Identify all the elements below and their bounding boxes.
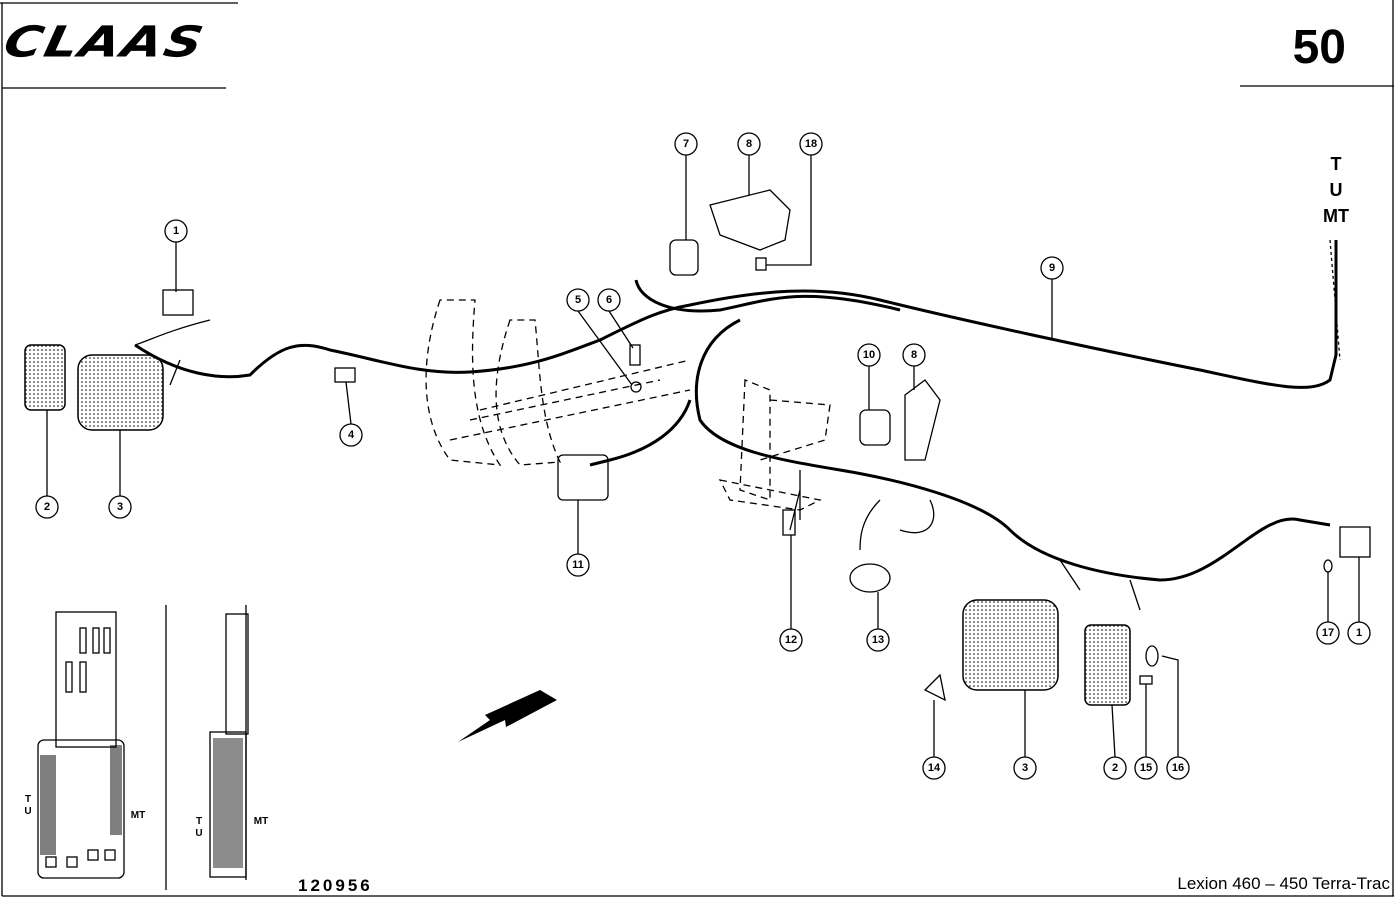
model-caption: Lexion 460 – 450 Terra-Trac [1177, 874, 1390, 893]
callout-8: 8 [737, 132, 761, 156]
svg-text:MT: MT [254, 816, 268, 827]
callout-12: 12 [779, 628, 803, 652]
fuse-box-inset-front [37, 611, 125, 879]
svg-text:2: 2 [44, 501, 50, 513]
callouts: 1 2 3 4 5 6 7 8 18 9 10 8 11 12 13 14 3 … [35, 132, 1371, 780]
svg-text:14: 14 [928, 762, 941, 774]
svg-text:12: 12 [785, 634, 797, 646]
fuse-box-inset-side [209, 605, 249, 880]
callout-17: 17 [1316, 621, 1340, 645]
svg-text:2: 2 [1112, 762, 1118, 774]
callout-18: 18 [799, 132, 823, 156]
callout-3b: 3 [1013, 756, 1037, 780]
svg-text:15: 15 [1140, 762, 1152, 774]
svg-text:MT: MT [1323, 206, 1349, 226]
callout-10: 10 [857, 343, 881, 367]
svg-text:U: U [24, 806, 31, 817]
svg-text:8: 8 [746, 138, 752, 150]
callout-1b: 1 [1347, 621, 1371, 645]
svg-text:U: U [1330, 180, 1343, 200]
svg-text:T: T [1331, 154, 1342, 174]
svg-text:8: 8 [911, 349, 917, 361]
callout-7: 7 [674, 132, 698, 156]
main-harness [134, 240, 1338, 611]
svg-text:10: 10 [863, 349, 875, 361]
drawing-number: 120956 [298, 876, 373, 895]
svg-text:4: 4 [348, 429, 355, 441]
svg-text:MT: MT [131, 810, 145, 821]
callout-13: 13 [866, 628, 890, 652]
svg-text:13: 13 [872, 634, 884, 646]
callout-leaders [46, 155, 1360, 758]
svg-text:T: T [25, 794, 31, 805]
callout-4: 4 [339, 423, 363, 447]
front-work-light-left [24, 289, 356, 431]
callout-6: 6 [597, 288, 621, 312]
svg-text:U: U [195, 828, 202, 839]
svg-text:18: 18 [805, 138, 817, 150]
svg-text:1: 1 [173, 225, 179, 237]
callout-14: 14 [922, 756, 946, 780]
svg-text:17: 17 [1322, 627, 1334, 639]
svg-text:1: 1 [1356, 627, 1362, 639]
svg-text:16: 16 [1172, 762, 1184, 774]
callout-9: 9 [1040, 256, 1064, 280]
tu-mt-labels: T U MT T U MT T U MT [24, 154, 1349, 839]
cab-outline [425, 299, 831, 511]
callout-2b: 2 [1103, 756, 1127, 780]
callout-3: 3 [108, 495, 132, 519]
direction-arrow [458, 690, 557, 742]
callout-15: 15 [1134, 756, 1158, 780]
svg-text:6: 6 [606, 294, 612, 306]
svg-text:9: 9 [1049, 262, 1055, 274]
callout-11: 11 [566, 553, 590, 577]
callout-16: 16 [1166, 756, 1190, 780]
svg-text:3: 3 [1022, 762, 1028, 774]
svg-text:7: 7 [683, 138, 689, 150]
svg-text:T: T [196, 816, 202, 827]
svg-text:5: 5 [575, 294, 581, 306]
rear-work-light-right [962, 526, 1371, 706]
callout-8b: 8 [902, 343, 926, 367]
page-number: 50 [1292, 21, 1346, 74]
svg-text:3: 3 [117, 501, 123, 513]
callout-2: 2 [35, 495, 59, 519]
components-misc [557, 189, 1341, 702]
callout-5: 5 [566, 288, 590, 312]
svg-text:11: 11 [572, 559, 584, 571]
callout-1: 1 [164, 219, 188, 243]
